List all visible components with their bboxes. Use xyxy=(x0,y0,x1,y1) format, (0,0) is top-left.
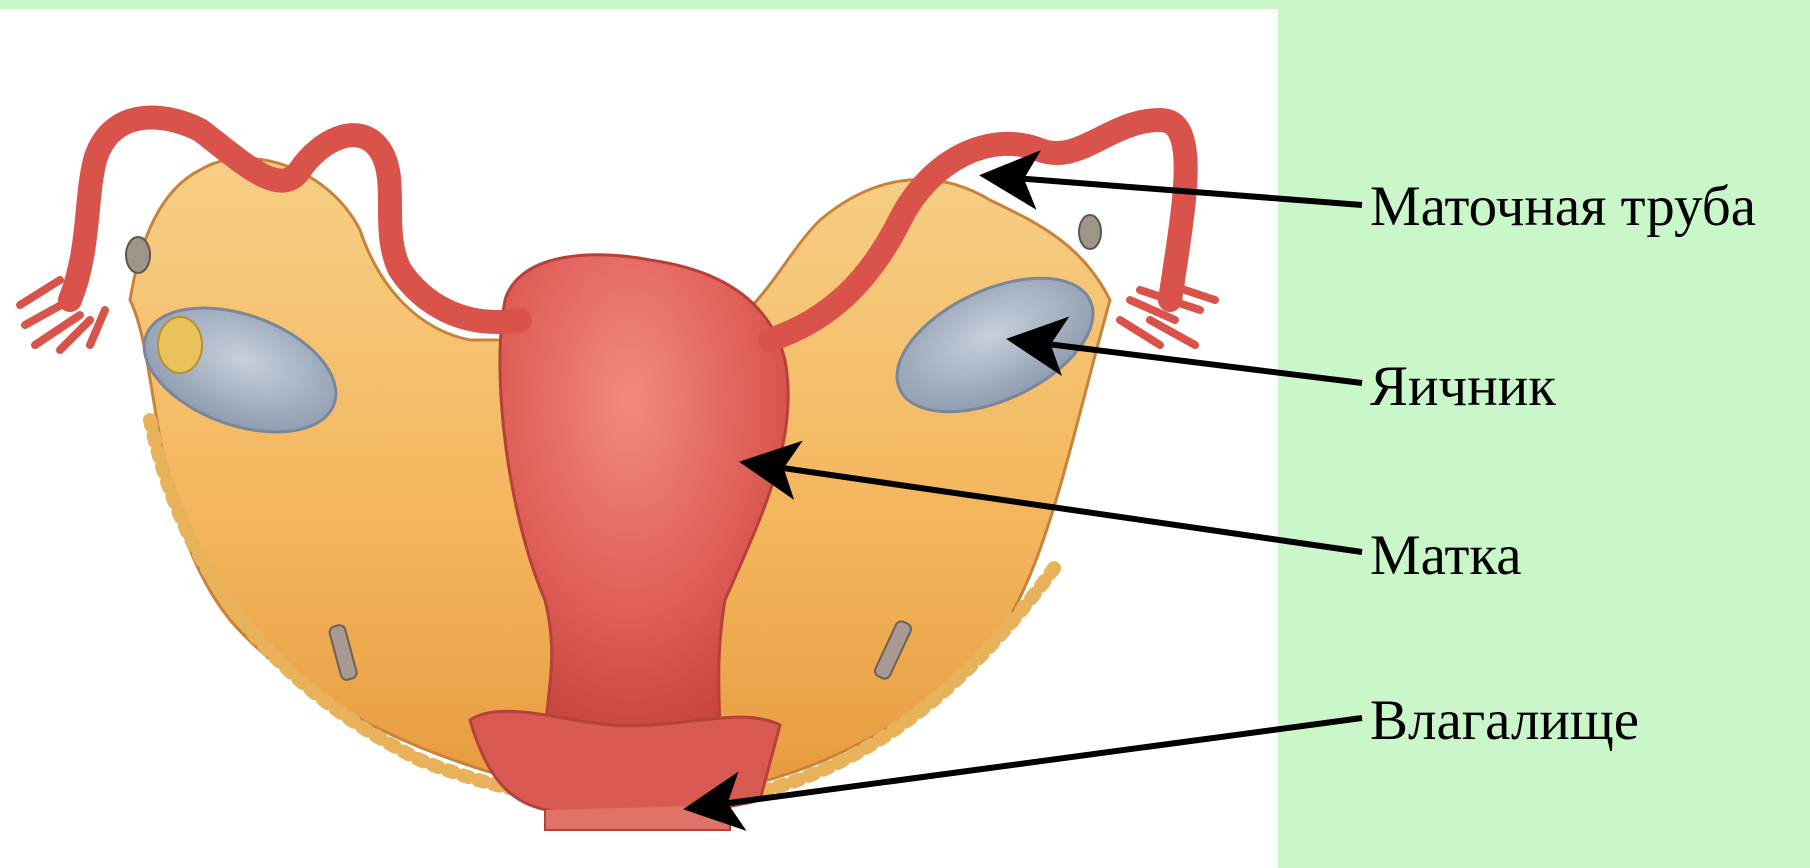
label-ovary: Яичник xyxy=(1370,358,1556,415)
vagina-shape xyxy=(470,711,780,815)
label-uterus: Матка xyxy=(1370,527,1522,584)
label-fallopian-tube: Маточная труба xyxy=(1370,178,1756,235)
label-vagina: Влагалище xyxy=(1370,692,1639,749)
